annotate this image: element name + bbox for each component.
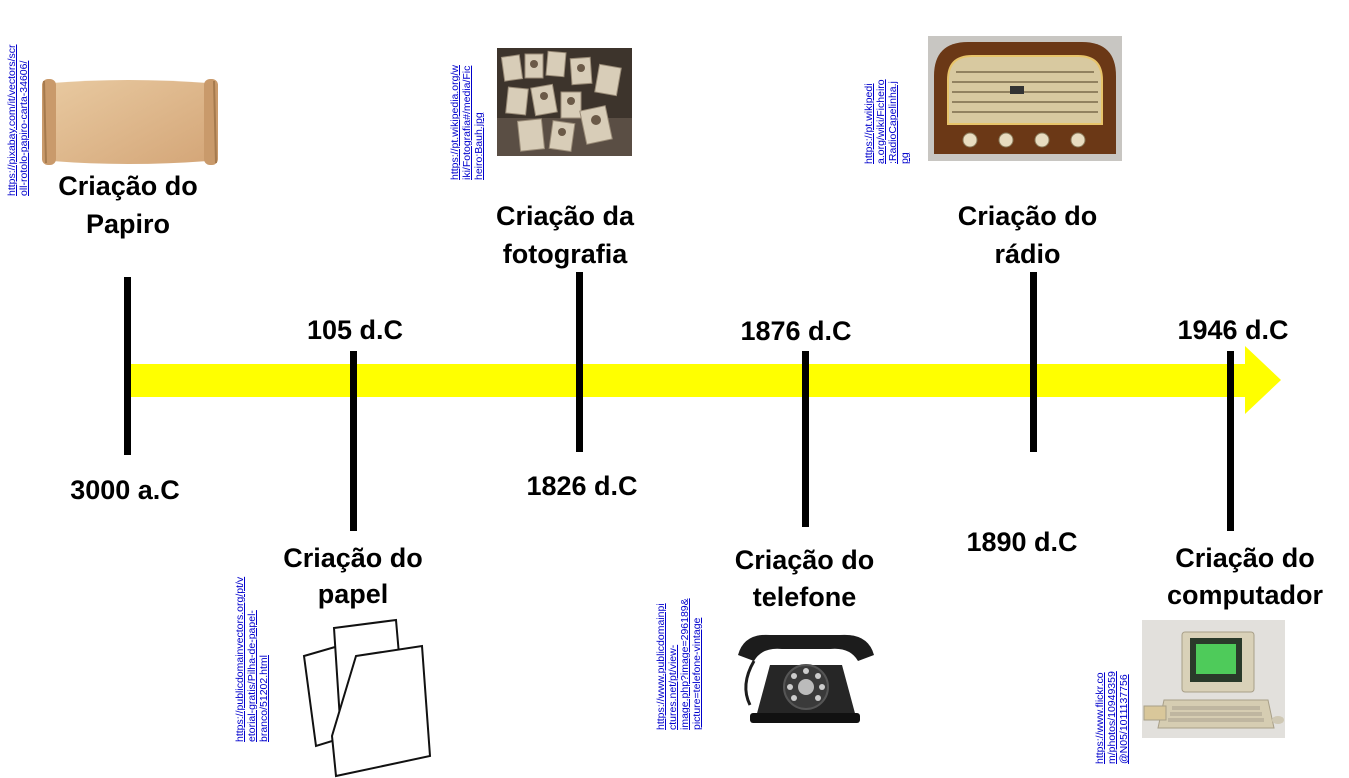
year-fotografia: 1826 d.C xyxy=(526,471,638,501)
tick-papel xyxy=(350,351,357,531)
vintage-radio-image xyxy=(928,36,1122,161)
tick-fotografia xyxy=(576,272,583,452)
tick-computador xyxy=(1227,351,1234,531)
source-link-papiro[interactable]: https://pixabay.com/it/vectors/scr oll-r… xyxy=(6,44,30,196)
old-photographs-image xyxy=(497,48,632,156)
year-computador: 1946 d.C xyxy=(1177,315,1289,345)
title-telefone: Criação do telefone xyxy=(734,545,875,612)
title-papel: Criação do papel xyxy=(283,543,423,609)
source-link-fotografia[interactable]: https://pt.wikipedia.org/w iki/Fotografi… xyxy=(449,65,485,180)
tick-radio xyxy=(1030,272,1037,452)
source-link-papel[interactable]: https://publicdomainvectors.org/pt/v eto… xyxy=(234,576,270,742)
source-link-computador[interactable]: https://www.flickr.co m/photos/10949359 … xyxy=(1094,671,1130,764)
tick-telefone xyxy=(802,351,809,527)
papyrus-scroll-image xyxy=(42,79,218,165)
year-radio: 1890 d.C xyxy=(966,527,1078,557)
source-link-telefone[interactable]: https://www.publicdomainpi ctures.net/pt… xyxy=(655,598,703,730)
year-papiro: 3000 a.C xyxy=(70,475,180,505)
tick-papiro xyxy=(124,277,131,455)
paper-sheets-image xyxy=(302,618,432,778)
title-radio: Criação do rádio xyxy=(957,201,1098,269)
title-papiro: Criação do Papiro xyxy=(58,171,198,239)
year-papel: 105 d.C xyxy=(306,315,404,345)
source-link-radio[interactable]: https://pt.wikipedi a.org/wiki/Ficheiro … xyxy=(863,79,911,164)
vintage-computer-image xyxy=(1142,620,1285,738)
title-fotografia: Criação da fotografia xyxy=(495,201,635,269)
title-computador: Criação do computador xyxy=(1166,543,1323,610)
timeline-arrow-head xyxy=(1245,346,1281,414)
year-telefone: 1876 d.C xyxy=(740,316,852,346)
timeline-arrow-shaft xyxy=(128,364,1246,397)
vintage-telephone-image xyxy=(738,634,874,723)
